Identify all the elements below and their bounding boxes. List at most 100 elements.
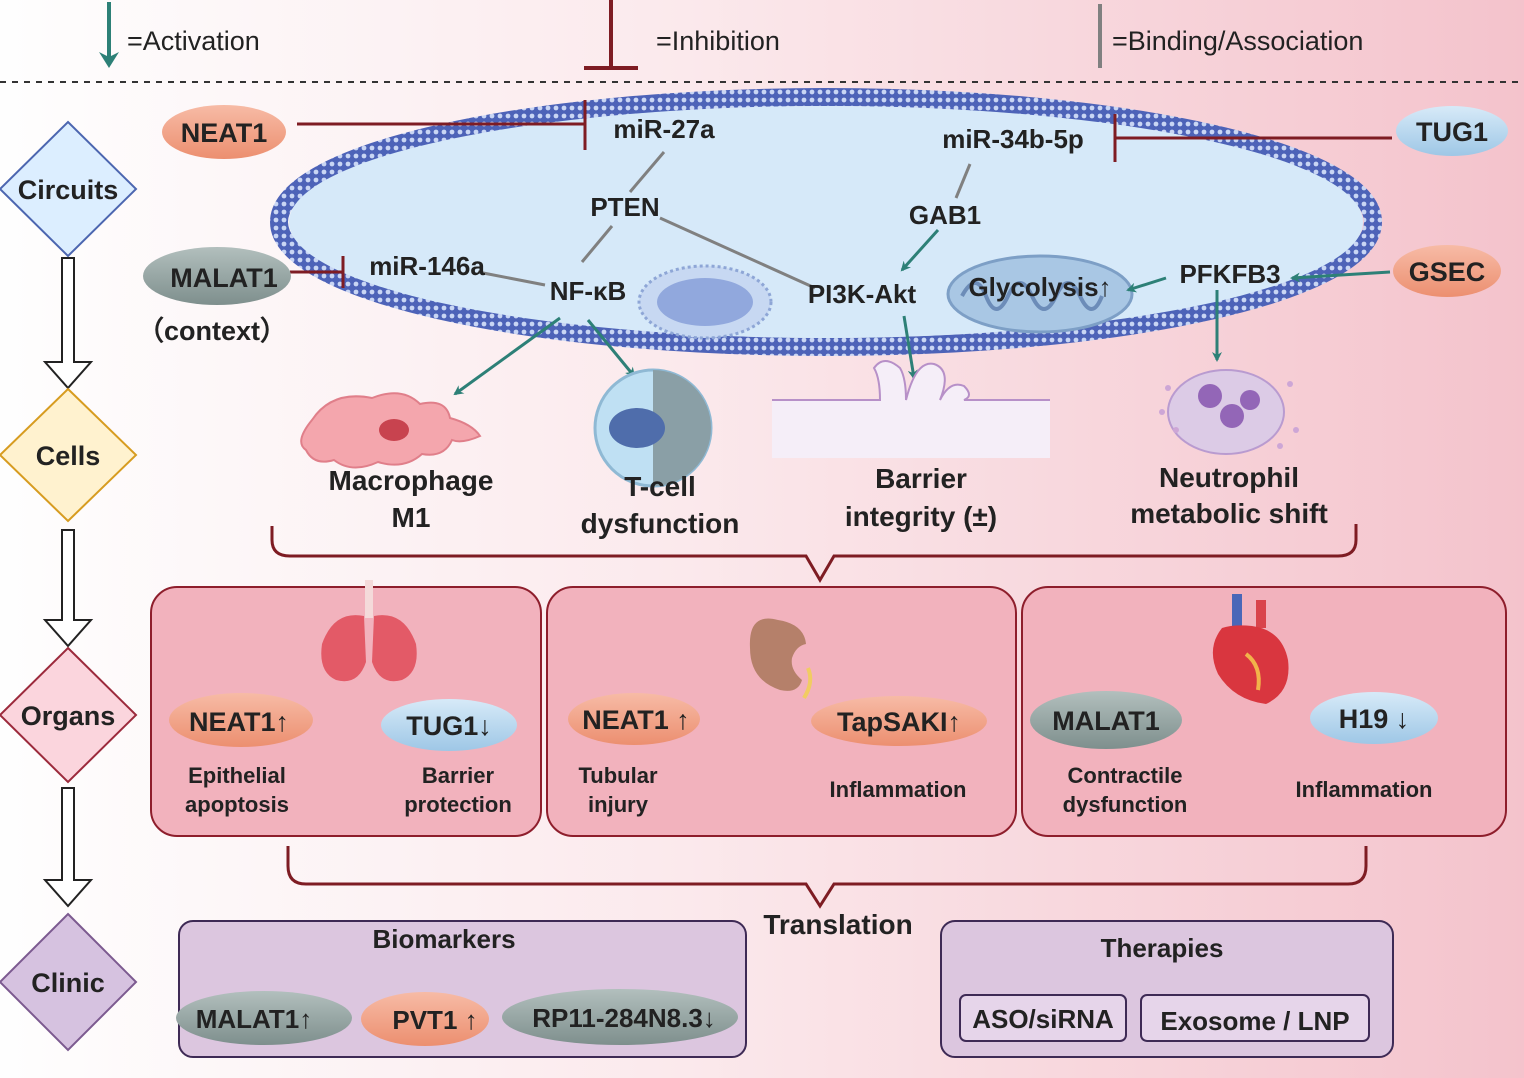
organ-box-heart: MALAT1 H19 ↓ Contractile dysfunction Inf… [1021,586,1507,837]
legend-binding: =Binding/Association [1112,26,1363,56]
heart-left-label-2: dysfunction [1063,792,1188,817]
neutrophil-label-1: Neutrophil [1159,462,1299,493]
translation-label: Translation [763,909,912,940]
kidney-left-label-1: Tubular [578,763,657,788]
biomarkers-title: Biomarkers [372,924,515,954]
node-mir146a: miR-146a [369,251,485,281]
lung-icon [321,580,417,682]
node-gab1: GAB1 [909,200,981,230]
therapies-box: Therapies ASO/siRNA Exosome / LNP [940,920,1394,1058]
lung-left-label-2: apoptosis [185,792,289,817]
kidney-tapsaki-pill: TapSAKI↑ [811,696,987,746]
svg-text:TUG1: TUG1 [1416,117,1488,147]
biomarkers-box: Biomarkers MALAT1↑ PVT1 ↑ RP11-284N8.3↓ [176,920,747,1058]
level-organs: Organs [0,646,138,784]
cell-membrane [270,88,1382,356]
therapy-aso-sirna: ASO/siRNA [959,994,1127,1042]
macrophage-label-2: M1 [392,502,431,533]
svg-text:MALAT1: MALAT1 [170,263,278,293]
heart-icon [1212,594,1289,704]
tug1-pill: TUG1 [1396,106,1508,156]
tcell-label-1: T-cell [624,471,696,502]
level-clinic: Clinic [0,912,138,1052]
biomarker-malat1-pill: MALAT1↑ [176,991,352,1045]
lung-right-label-1: Barrier [422,763,495,788]
node-pfkfb3: PFKFB3 [1179,259,1280,289]
kidney-right-label: Inflammation [830,777,967,802]
biomarker-rp11-pill: RP11-284N8.3↓ [502,989,738,1045]
node-mir34b: miR-34b-5p [942,124,1084,154]
kidney-left-label-2: injury [588,792,649,817]
level-arrow-2 [42,529,94,648]
activation-arrows [453,228,1391,396]
barrier-label-2: integrity (±) [845,501,997,532]
inhibition-symbol [584,0,638,70]
level-organs-label: Organs [21,701,116,731]
barrier-icon [772,360,1050,458]
biomarker-pvt1-pill: PVT1 ↑ [361,992,489,1046]
legend-activation: =Activation [127,26,260,56]
neat1-pill: NEAT1 [162,105,286,159]
neutrophil-label-2: metabolic shift [1130,498,1328,529]
kidney-neat1-pill: NEAT1 ↑ [568,693,700,745]
heart-left-label-1: Contractile [1068,763,1183,788]
malat1-pill: MALAT1 [143,247,291,305]
level-cells-label: Cells [36,441,101,471]
lung-tug1-pill: TUG1↓ [381,699,517,751]
node-nfkb: NF-κB [550,276,627,306]
neutrophil-icon [1159,369,1299,455]
svg-text:PVT1 ↑: PVT1 ↑ [392,1005,477,1035]
bracket-organs [286,846,1368,909]
level-arrow-1 [42,257,94,390]
inhibition-lines [290,100,1392,288]
legend-inhibition: =Inhibition [656,26,780,56]
bracket-cells [270,524,1358,583]
svg-text:TUG1↓: TUG1↓ [406,711,492,741]
svg-text:Exosome / LNP: Exosome / LNP [1160,1006,1349,1036]
binding-lines [477,151,972,290]
node-pi3k: PI3K-Akt [808,279,917,309]
svg-text:ASO/siRNA: ASO/siRNA [972,1004,1114,1034]
lung-neat1-pill: NEAT1↑ [169,693,313,747]
circuit-nodes: miR-27a miR-34b-5p PTEN GAB1 miR-146a NF… [369,114,1280,309]
therapy-exosome-lnp: Exosome / LNP [1140,994,1370,1042]
therapies-title: Therapies [1101,933,1224,963]
node-glycolysis: Glycolysis↑ [968,272,1111,302]
organ-box-kidney: NEAT1 ↑ TapSAKI↑ Tubular injury Inflamma… [546,586,1017,837]
tcell-icon [593,368,713,488]
lung-left-label-1: Epithelial [188,763,286,788]
level-arrow-3 [42,787,94,908]
tcell-label-2: dysfunction [581,508,740,539]
heart-h19-pill: H19 ↓ [1310,692,1438,744]
malat1-context-label: （context） [137,316,287,346]
level-circuits: Circuits [0,120,138,258]
heart-right-label: Inflammation [1296,777,1433,802]
gsec-pill: GSEC [1393,245,1501,297]
activation-symbol [99,2,119,68]
barrier-label-1: Barrier [875,463,967,494]
macrophage-icon [300,392,482,469]
node-mir27a: miR-27a [613,114,715,144]
macrophage-label-1: Macrophage [329,465,494,496]
svg-text:NEAT1↑: NEAT1↑ [189,707,289,737]
legend: =Activation =Inhibition =Binding/Associa… [0,0,1524,83]
level-clinic-label: Clinic [31,968,105,998]
nucleus-icon [637,264,773,340]
mitochondrion-icon [946,254,1134,334]
organ-box-lung: NEAT1↑ TUG1↓ Epithelial apoptosis Barrie… [150,580,542,837]
kidney-icon [749,618,813,700]
level-cells: Cells [0,387,138,523]
svg-text:NEAT1: NEAT1 [181,118,268,148]
svg-text:RP11-284N8.3↓: RP11-284N8.3↓ [532,1003,716,1033]
node-pten: PTEN [590,192,659,222]
svg-text:NEAT1 ↑: NEAT1 ↑ [582,705,690,735]
svg-text:GSEC: GSEC [1409,257,1486,287]
cell-labels: Macrophage M1 T-cell dysfunction Barrier… [329,462,1328,539]
lung-right-label-2: protection [404,792,512,817]
level-circuits-label: Circuits [18,175,119,205]
svg-text:TapSAKI↑: TapSAKI↑ [837,707,961,737]
svg-text:MALAT1↑: MALAT1↑ [196,1004,313,1034]
svg-text:MALAT1: MALAT1 [1052,706,1160,736]
level-column: Circuits Cells Organs Clinic [0,120,138,1052]
